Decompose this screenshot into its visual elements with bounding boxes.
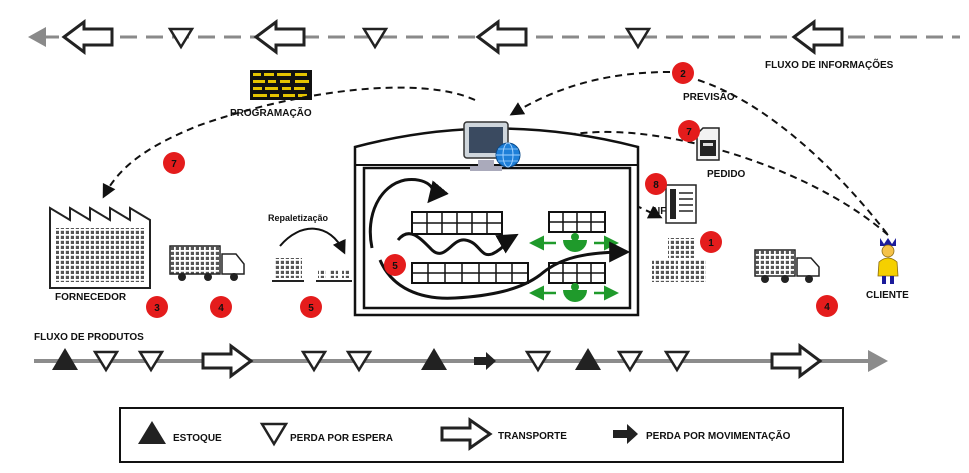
svg-text:7: 7 [686,127,692,138]
operator-movement-icon [529,283,619,302]
marker-1: 1 [700,231,722,253]
info-flow-arrowhead-icon [28,27,46,47]
computer-globe-icon [463,121,521,171]
legend-stock-icon [138,421,166,444]
pallet-icon [272,258,352,282]
customer-person-icon [877,238,899,284]
stock-triangle-icon [421,348,447,370]
stock-triangle-icon [52,348,78,370]
wait-triangle-icon [663,350,691,373]
transport-arrow-icon [770,343,823,379]
wait-triangle-icon [300,350,328,373]
marker-5-warehouse: 5 [384,254,406,276]
wait-triangle-icon [624,27,652,50]
marker-8: 8 [645,173,667,195]
info-flow-label: FLUXO DE INFORMAÇÕES [765,58,894,71]
wait-triangle-icon [616,350,644,373]
cliente-label: CLIENTE [866,290,909,301]
svg-text:3: 3 [154,303,160,314]
nf-label: NF [653,206,666,217]
info-flow-line [28,19,960,55]
legend-transport-icon [440,417,493,451]
legend-estoque: ESTOQUE [173,433,222,444]
svg-text:4: 4 [824,302,830,313]
marker-7-pedido: 7 [678,120,700,142]
storage-rack [548,262,606,284]
stock-triangle-icon [575,348,601,370]
svg-text:5: 5 [392,261,398,272]
svg-text:1: 1 [708,238,714,249]
pedido-label: PEDIDO [707,169,746,180]
movement-arrow-icon [474,352,496,370]
truck-icon [169,245,245,281]
marker-3: 3 [146,296,168,318]
legend-movement-icon [613,424,638,444]
marker-7-fornecedor: 7 [163,152,185,174]
wait-triangle-icon [92,350,120,373]
transport-arrow-icon [201,343,254,379]
factory-icon [49,206,151,289]
marker-2: 2 [672,62,694,84]
transport-arrow-icon [475,19,528,55]
storage-rack [411,262,529,284]
product-flow-label: FLUXO DE PRODUTOS [34,332,144,343]
internal-flow-path [368,178,631,300]
svg-text:5: 5 [308,303,314,314]
wait-triangle-icon [524,350,552,373]
svg-text:2: 2 [680,69,686,80]
svg-text:7: 7 [171,159,177,170]
product-flow-arrowhead-icon [868,350,888,372]
legend: ESTOQUE PERDA POR ESPERA TRANSPORTE PERD… [119,407,844,463]
wait-triangle-icon [167,27,195,50]
legend-perda-espera: PERDA POR ESPERA [290,433,393,444]
order-document-icon [696,127,720,161]
fornecedor-label: FORNECEDOR [55,292,127,303]
truck-icon [754,249,820,283]
repaletizacao-label: Repaletização [268,213,329,223]
product-flow-line [34,343,888,379]
programacao-label: PROGRAMAÇÃO [230,106,312,119]
legend-wait-icon [259,422,289,447]
transport-arrow-icon [791,19,844,55]
wait-triangle-icon [361,27,389,50]
wait-triangle-icon [345,350,373,373]
wait-triangle-icon [137,350,165,373]
stock-pile-icon [652,238,706,282]
repaletizacao-arrow [279,227,346,255]
previsao-label: PREVISÃO [683,90,735,103]
marker-4-left: 4 [210,296,232,318]
transport-arrow-icon [253,19,306,55]
transport-arrow-icon [61,19,114,55]
marker-5-repalet: 5 [300,296,322,318]
marker-4-right: 4 [816,295,838,317]
legend-perda-movimentacao: PERDA POR MOVIMENTAÇÃO [646,429,791,442]
storage-rack [411,211,503,235]
schedule-grid-icon [250,70,312,100]
invoice-document-icon [665,184,697,224]
svg-text:8: 8 [653,180,659,191]
legend-transporte: TRANSPORTE [498,431,567,442]
svg-text:4: 4 [218,303,224,314]
storage-rack [548,211,606,233]
